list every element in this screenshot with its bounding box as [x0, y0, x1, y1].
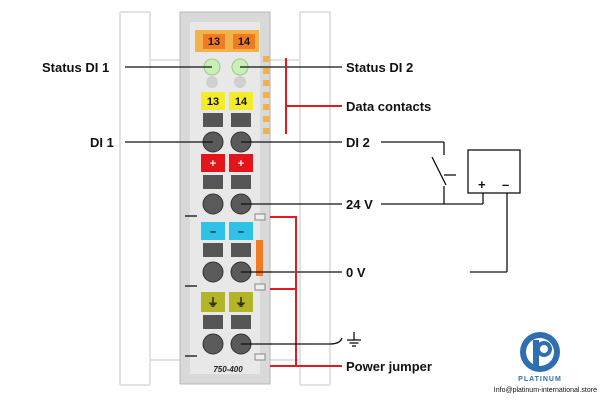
- label-24v: 24 V: [346, 197, 373, 212]
- clamp-slot-0v-1: [203, 243, 223, 257]
- label-status-di1: Status DI 1: [42, 60, 109, 75]
- plus-terminal-2-mark: +: [238, 158, 244, 170]
- clamp-slot-di2: [231, 113, 251, 127]
- top-terminal-14-label: 14: [238, 36, 251, 48]
- switch-contact: [431, 156, 447, 186]
- mid-terminal-13: [201, 92, 225, 110]
- clamp-slot-gnd-1: [203, 315, 223, 329]
- label-power-jumper: Power jumper: [346, 359, 432, 374]
- status-led-4: [234, 76, 246, 88]
- clamp-slot-24v-2: [231, 175, 251, 189]
- label-di2: DI 2: [346, 135, 370, 150]
- ground-terminal-2-mark: ⏚: [236, 296, 247, 309]
- top-terminal-13: [203, 34, 225, 49]
- platinum-logo: [520, 332, 560, 372]
- din-rail-outline: [119, 11, 331, 386]
- brand-email: Info@platinum-international.store: [494, 387, 597, 394]
- clamp-gnd-1: [202, 333, 224, 355]
- clamp-slot-24v-1: [203, 175, 223, 189]
- plus-terminal-1: [201, 154, 225, 172]
- external-wiring: [381, 141, 521, 273]
- clamp-0v-1: [202, 261, 224, 283]
- status-led-3: [206, 76, 218, 88]
- minus-terminal-1-mark: –: [210, 226, 216, 238]
- supply-plus: +: [478, 177, 486, 192]
- data-contacts-bracket: [285, 58, 342, 134]
- minus-terminal-2: [229, 222, 253, 240]
- supply-box: [467, 149, 521, 194]
- brand-name: PLATINUM: [518, 376, 562, 383]
- label-status-di2: Status DI 2: [346, 60, 413, 75]
- mid-terminal-13-label: 13: [207, 96, 219, 108]
- clamp-24v-1: [202, 193, 224, 215]
- ground-terminal-1: [201, 292, 225, 312]
- power-jumper-bracket: [270, 216, 342, 367]
- plus-terminal-1-mark: +: [210, 158, 216, 170]
- supply-minus: –: [502, 177, 509, 192]
- label-0v: 0 V: [346, 265, 366, 280]
- ground-terminal-1-mark: ⏚: [208, 296, 219, 309]
- side-orange-bar: [256, 240, 263, 276]
- mid-terminal-14-label: 14: [235, 96, 248, 108]
- leader-lines: [125, 66, 342, 357]
- ground-lead: [241, 337, 343, 345]
- minus-terminal-2-mark: –: [238, 226, 244, 238]
- clamp-slot-0v-2: [231, 243, 251, 257]
- clamp-slot-di1: [203, 113, 223, 127]
- data-contacts: [263, 56, 270, 134]
- label-di1: DI 1: [90, 135, 114, 150]
- label-data-contacts: Data contacts: [346, 99, 431, 114]
- plus-terminal-2: [229, 154, 253, 172]
- top-terminal-13-label: 13: [208, 36, 220, 48]
- module-model-label: 750-400: [213, 365, 243, 374]
- minus-terminal-1: [201, 222, 225, 240]
- ground-terminal-2: [229, 292, 253, 312]
- mid-terminal-14: [229, 92, 253, 110]
- ground-symbol: [347, 332, 361, 347]
- clamp-slot-gnd-2: [231, 315, 251, 329]
- top-terminal-14: [233, 34, 255, 49]
- power-jumper-contacts: [254, 213, 266, 361]
